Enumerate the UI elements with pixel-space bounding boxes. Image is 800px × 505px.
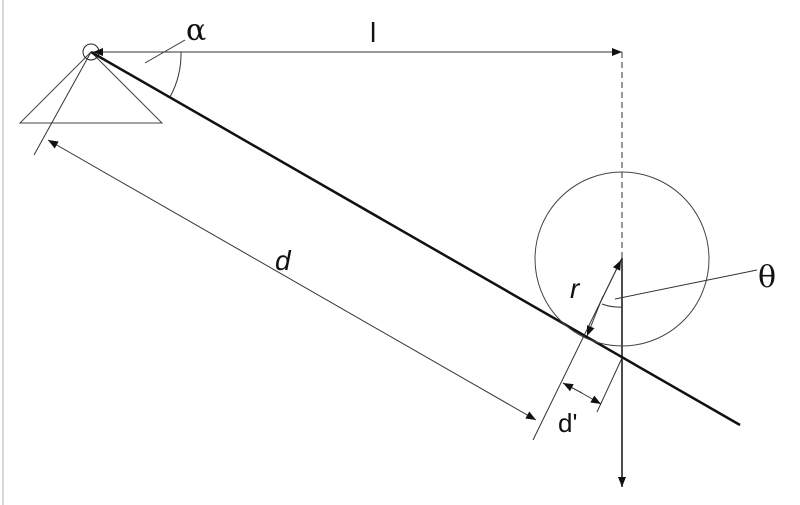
theta-angle-arc (601, 303, 623, 308)
r-arrow-up (599, 259, 622, 304)
d-prime-label: d' (558, 408, 577, 438)
d-dimension-line (47, 139, 537, 421)
support-triangle (18, 51, 164, 124)
d-prime-arrow-left (562, 382, 583, 394)
r-arrow-down (586, 295, 604, 337)
alpha-angle-arc (169, 51, 182, 98)
alpha-label: α (186, 13, 206, 48)
alpha-leader (144, 39, 186, 64)
theta-label: θ (758, 260, 776, 295)
r-label: r (570, 273, 581, 304)
main-beam-line (90, 50, 741, 427)
extension-line-pivot (33, 51, 92, 156)
d-label: d (275, 245, 292, 276)
l-label: l (370, 17, 376, 48)
theta-leader (614, 269, 758, 300)
extension-line-intersection (596, 357, 623, 413)
d-prime-arrow-right (579, 391, 602, 405)
